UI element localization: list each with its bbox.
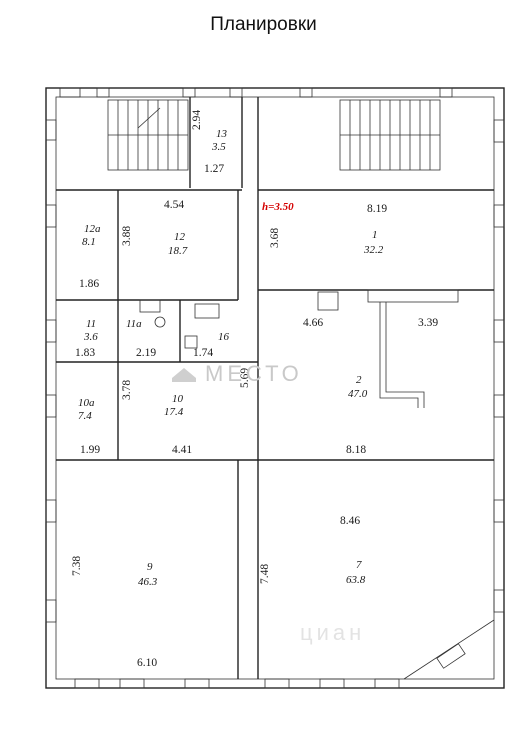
interior-walls bbox=[56, 97, 494, 679]
room-11-number: 11 bbox=[86, 318, 96, 330]
watermark-cian: циан bbox=[300, 620, 365, 645]
room-2-area: 47.0 bbox=[348, 388, 368, 400]
room-12a-area: 8.1 bbox=[82, 236, 96, 248]
dim-8-46: 8.46 bbox=[340, 515, 360, 527]
dim-2-94: 2.94 bbox=[191, 110, 203, 130]
room-labels: 13 3.5 12a 8.1 12 18.7 1 32.2 11 3.6 11a… bbox=[78, 128, 384, 588]
dim-3-39: 3.39 bbox=[418, 317, 438, 329]
room-10-area: 17.4 bbox=[164, 406, 184, 418]
dim-2-19: 2.19 bbox=[136, 347, 156, 359]
room-2-number: 2 bbox=[356, 374, 362, 386]
windows bbox=[45, 87, 505, 689]
stairwell-right bbox=[339, 99, 441, 171]
dim-7-38: 7.38 bbox=[71, 556, 83, 576]
dim-1-27: 1.27 bbox=[204, 163, 224, 175]
room-13-number: 13 bbox=[216, 128, 228, 140]
room-9-area: 46.3 bbox=[138, 576, 158, 588]
dim-1-99: 1.99 bbox=[80, 444, 100, 456]
stairwell-left bbox=[107, 99, 189, 171]
dim-3-78: 3.78 bbox=[121, 380, 133, 400]
room-10-number: 10 bbox=[172, 393, 184, 405]
dim-1-83: 1.83 bbox=[75, 347, 95, 359]
room-16-number: 16 bbox=[218, 331, 230, 343]
room-7-area: 63.8 bbox=[346, 574, 366, 586]
dim-8-18: 8.18 bbox=[346, 444, 366, 456]
watermark-mesto-text: МЕСТО bbox=[205, 361, 303, 386]
dim-4-41: 4.41 bbox=[172, 444, 192, 456]
dim-3-68: 3.68 bbox=[269, 228, 281, 248]
sanitary-fixtures bbox=[139, 299, 220, 349]
dim-1-86: 1.86 bbox=[79, 278, 99, 290]
outer-walls bbox=[45, 87, 505, 689]
watermark-mesto: МЕСТО bbox=[172, 361, 303, 386]
room-11-area: 3.6 bbox=[83, 331, 98, 343]
room-12-area: 18.7 bbox=[168, 245, 188, 257]
dimensions: 2.94 1.27 4.54 3.88 8.19 3.68 1.86 4.66 … bbox=[71, 110, 438, 669]
dim-8-19: 8.19 bbox=[367, 203, 387, 215]
corridor-outline bbox=[317, 289, 459, 408]
room-10a-area: 7.4 bbox=[78, 410, 92, 422]
room-1-area: 32.2 bbox=[363, 244, 384, 256]
room-10a-number: 10a bbox=[78, 397, 95, 409]
dim-6-10: 6.10 bbox=[137, 657, 157, 669]
page-title: Планировки bbox=[210, 14, 317, 35]
room-1-number: 1 bbox=[372, 229, 378, 241]
room-7-number: 7 bbox=[356, 559, 362, 571]
dim-4-54: 4.54 bbox=[164, 199, 184, 211]
room-12-number: 12 bbox=[174, 231, 186, 243]
dim-7-48: 7.48 bbox=[259, 564, 271, 584]
room-11a-number: 11a bbox=[126, 318, 142, 330]
room-13-area: 3.5 bbox=[211, 141, 226, 153]
ceiling-height: h=3.50 bbox=[262, 201, 294, 213]
corner-bay bbox=[403, 619, 495, 680]
dim-4-66: 4.66 bbox=[303, 317, 323, 329]
room-12a-number: 12a bbox=[84, 223, 101, 235]
dim-5-69: 5.69 bbox=[239, 368, 251, 388]
dim-1-74: 1.74 bbox=[193, 347, 213, 359]
room-9-number: 9 bbox=[147, 561, 153, 573]
dim-3-88: 3.88 bbox=[121, 226, 133, 246]
